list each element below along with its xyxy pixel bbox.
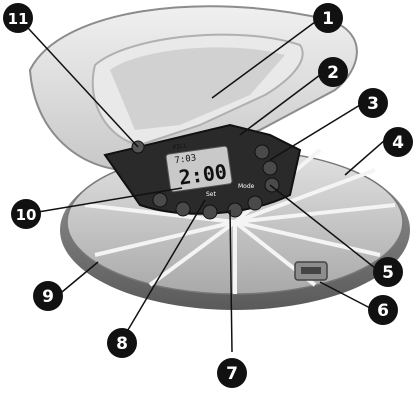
callout-7: 7 [217, 358, 247, 388]
leader-4 [345, 140, 385, 175]
set-button-label: Set [206, 191, 217, 198]
callout-5: 5 [373, 257, 403, 287]
button-right-2[interactable] [263, 161, 277, 175]
callout-9: 9 [33, 281, 63, 311]
svg-text:3: 3 [367, 94, 379, 114]
button-bottom-2[interactable] [176, 202, 190, 216]
svg-text:7: 7 [226, 364, 238, 384]
svg-text:10: 10 [16, 206, 37, 224]
callout-10: 10 [11, 199, 41, 229]
callout-2: 2 [318, 57, 348, 87]
svg-text:2: 2 [327, 63, 339, 83]
callout-8: 8 [107, 328, 137, 358]
button-bottom-3[interactable] [203, 205, 217, 219]
latch-slot [301, 267, 321, 274]
callout-6: 6 [368, 295, 398, 325]
callout-4: 4 [383, 127, 413, 157]
callout-11: 11 [3, 3, 33, 33]
svg-text:6: 6 [377, 301, 389, 321]
mode-button-label: Mode [238, 183, 255, 190]
svg-text:11: 11 [8, 10, 29, 28]
svg-text:9: 9 [42, 287, 54, 307]
callout-1: 1 [313, 3, 343, 33]
button-right-1[interactable] [255, 145, 269, 159]
svg-text:1: 1 [322, 9, 334, 29]
svg-text:4: 4 [392, 133, 404, 153]
svg-text:5: 5 [382, 263, 394, 283]
button-bottom-5[interactable] [248, 196, 262, 210]
svg-text:8: 8 [116, 334, 128, 354]
button-bottom-1[interactable] [153, 193, 167, 207]
callout-3: 3 [358, 88, 388, 118]
